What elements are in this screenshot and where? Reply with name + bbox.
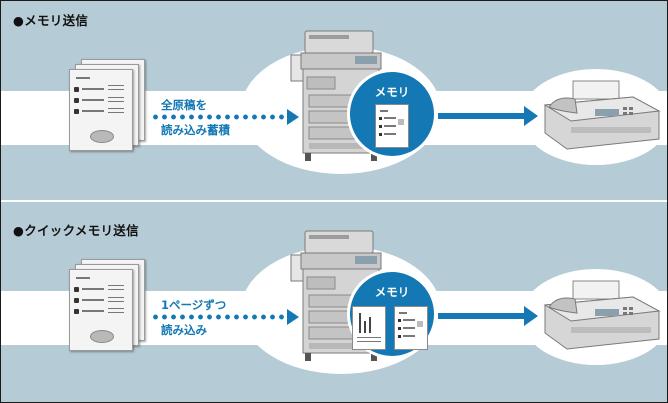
stored-document-icon — [375, 104, 409, 148]
memory-label: メモリ — [374, 285, 410, 299]
scan-label-line-1: 全原稿を — [161, 98, 207, 112]
scan-label-line-2: 読み込み蓄積 — [161, 123, 230, 137]
section-divider — [1, 200, 667, 202]
section-title-memory-send: ●メモリ送信 — [13, 13, 89, 28]
send-label-line-2: 送信 — [473, 123, 497, 137]
send-label-line-1: 読み込みと — [454, 298, 512, 312]
document-stack-icon — [67, 59, 151, 155]
memory-circle: メモリ — [347, 269, 437, 359]
fax-machine-icon — [543, 80, 661, 150]
send-arrow — [438, 291, 538, 341]
scanning-page-icon — [352, 306, 386, 350]
scan-label-line-2: 読み込み — [161, 323, 207, 337]
dotted-arrow-head — [287, 109, 299, 125]
memory-label: メモリ — [374, 85, 410, 99]
send-label-line-2: 同時に送信 — [454, 323, 512, 337]
document-stack-icon — [67, 259, 151, 355]
send-label-line-1: 一括 — [473, 98, 497, 112]
fax-machine-icon — [543, 280, 661, 350]
memory-circle: メモリ — [347, 69, 437, 159]
section-title-quick-memory-send: ●クイックメモリ送信 — [13, 223, 139, 238]
dotted-arrow-line — [151, 114, 287, 120]
dotted-arrow-head — [287, 309, 299, 325]
dotted-arrow-line — [151, 314, 287, 320]
stored-document-icon — [394, 306, 428, 350]
scan-label-line-1: 1ページずつ — [161, 298, 227, 312]
send-arrow — [438, 91, 538, 141]
